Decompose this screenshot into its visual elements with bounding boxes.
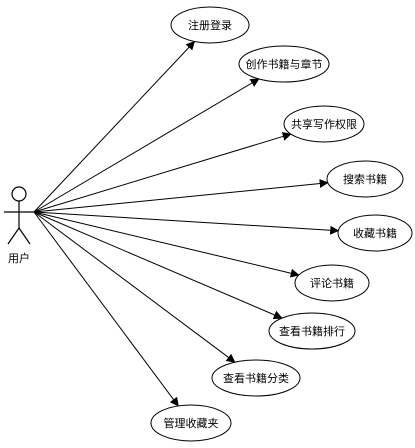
use-case-label: 管理收藏夹 bbox=[164, 416, 219, 430]
use-case-uc6: 评论书籍 bbox=[294, 264, 370, 302]
use-cases: 注册登录创作书籍与章节共享写作权限搜索书籍收藏书籍评论书籍查看书籍排行查看书籍分… bbox=[150, 6, 413, 442]
association-arrow bbox=[33, 211, 340, 235]
actor-label: 用户 bbox=[8, 251, 30, 265]
use-case-label: 搜索书籍 bbox=[343, 172, 387, 186]
use-case-label: 收藏书籍 bbox=[353, 226, 397, 240]
actor-left-leg bbox=[7, 227, 20, 245]
actor-head bbox=[11, 186, 27, 202]
association-arrow bbox=[33, 132, 292, 213]
use-case-label: 查看书籍排行 bbox=[279, 324, 345, 338]
use-case-label: 注册登录 bbox=[188, 18, 232, 32]
use-case-label: 共享写作权限 bbox=[291, 117, 357, 131]
use-case-ellipse bbox=[150, 404, 232, 442]
use-case-label: 查看书籍分类 bbox=[223, 371, 289, 385]
use-case-label: 创作书籍与章节 bbox=[246, 57, 323, 71]
actor-right-leg bbox=[18, 227, 31, 245]
use-case-ellipse bbox=[337, 214, 413, 252]
actor-user: 用户 bbox=[4, 186, 34, 265]
use-case-ellipse bbox=[326, 160, 404, 198]
use-case-uc8: 查看书籍分类 bbox=[211, 359, 301, 397]
use-case-uc1: 注册登录 bbox=[170, 6, 250, 44]
use-case-uc4: 搜索书籍 bbox=[326, 160, 404, 198]
use-case-ellipse bbox=[283, 105, 365, 143]
association-arrow bbox=[33, 179, 329, 213]
association-arrow bbox=[33, 211, 300, 278]
association-arrow bbox=[33, 211, 179, 407]
use-case-ellipse bbox=[170, 6, 250, 44]
use-case-label: 评论书籍 bbox=[310, 276, 354, 290]
use-case-ellipse bbox=[294, 264, 370, 302]
association-arrow bbox=[33, 78, 260, 213]
use-case-ellipse bbox=[268, 312, 356, 350]
association-arrow bbox=[33, 211, 236, 363]
use-case-uc3: 共享写作权限 bbox=[283, 105, 365, 143]
use-case-uc9: 管理收藏夹 bbox=[150, 404, 232, 442]
use-case-uc5: 收藏书籍 bbox=[337, 214, 413, 252]
association-arrow bbox=[33, 211, 283, 320]
use-case-uc2: 创作书籍与章节 bbox=[238, 45, 330, 83]
use-case-uc7: 查看书籍排行 bbox=[268, 312, 356, 350]
associations bbox=[33, 40, 340, 407]
association-arrow bbox=[33, 40, 196, 213]
use-case-ellipse bbox=[238, 45, 330, 83]
use-case-ellipse bbox=[211, 359, 301, 397]
